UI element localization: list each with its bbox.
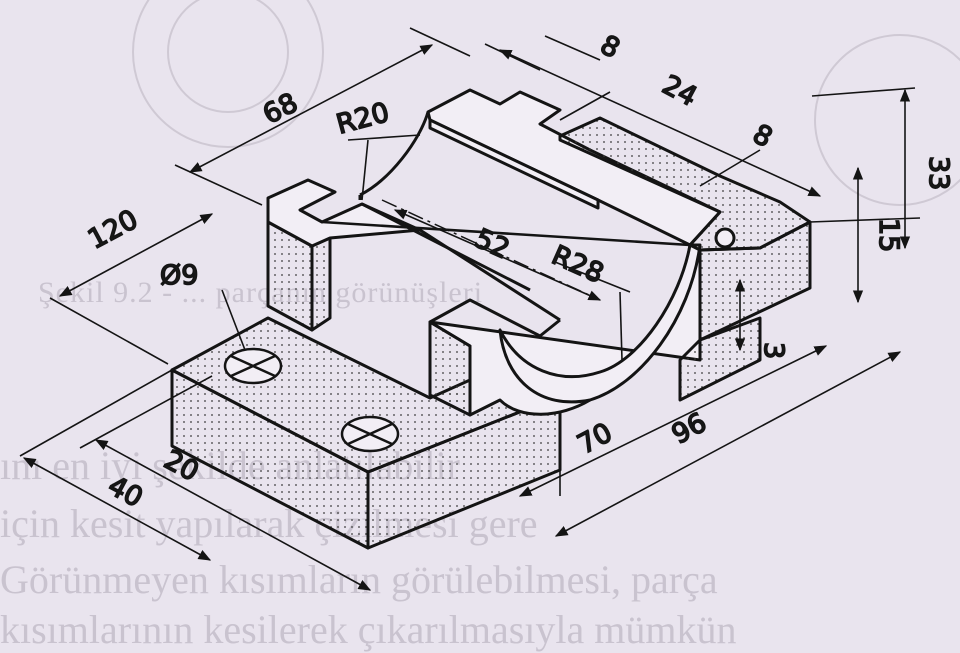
dimension-line-8-top: [498, 49, 822, 197]
leader-r28: [554, 261, 631, 293]
isometric-part-drawing: 68 R20 8 24 8 33 15 120 52 R28 Ø9 3 70 9…: [19, 0, 960, 591]
dim-label-70: 70: [573, 417, 618, 461]
dim-label-r20: R20: [333, 97, 392, 141]
dimension-line-120: [58, 213, 214, 297]
dim-label-r28: R28: [547, 240, 608, 290]
dim-label-33: 33: [923, 156, 954, 190]
dim-label-120: 120: [83, 204, 143, 256]
support-left-side-face: [310, 236, 332, 332]
dimension-line-52: [393, 209, 602, 301]
dim-label-24: 24: [657, 69, 702, 113]
mounting-hole-right: [340, 415, 400, 453]
dim-label-15: 15: [873, 218, 904, 252]
dim-label-3: 3: [758, 342, 789, 359]
dim-label-8-right: 8: [748, 119, 778, 154]
leader-d9: [221, 289, 246, 351]
support-left-top-face: [266, 178, 422, 248]
mounting-hole-left: [223, 347, 283, 385]
dimension-line-68: [188, 44, 434, 173]
saddle-step: [429, 298, 561, 338]
dim-label-68: 68: [258, 87, 303, 130]
saddle-left-riser: [428, 320, 472, 417]
leader-r20: [347, 134, 421, 141]
dim-label-d9: Ø9: [160, 260, 198, 291]
dimension-line-40: [22, 457, 212, 561]
dim-label-96: 96: [667, 407, 712, 451]
dim-label-40: 40: [103, 470, 148, 514]
part-body: [170, 88, 812, 550]
dimension-line-96: [554, 351, 902, 537]
right-boss: [714, 227, 736, 249]
right-block-right-face: [698, 220, 812, 342]
